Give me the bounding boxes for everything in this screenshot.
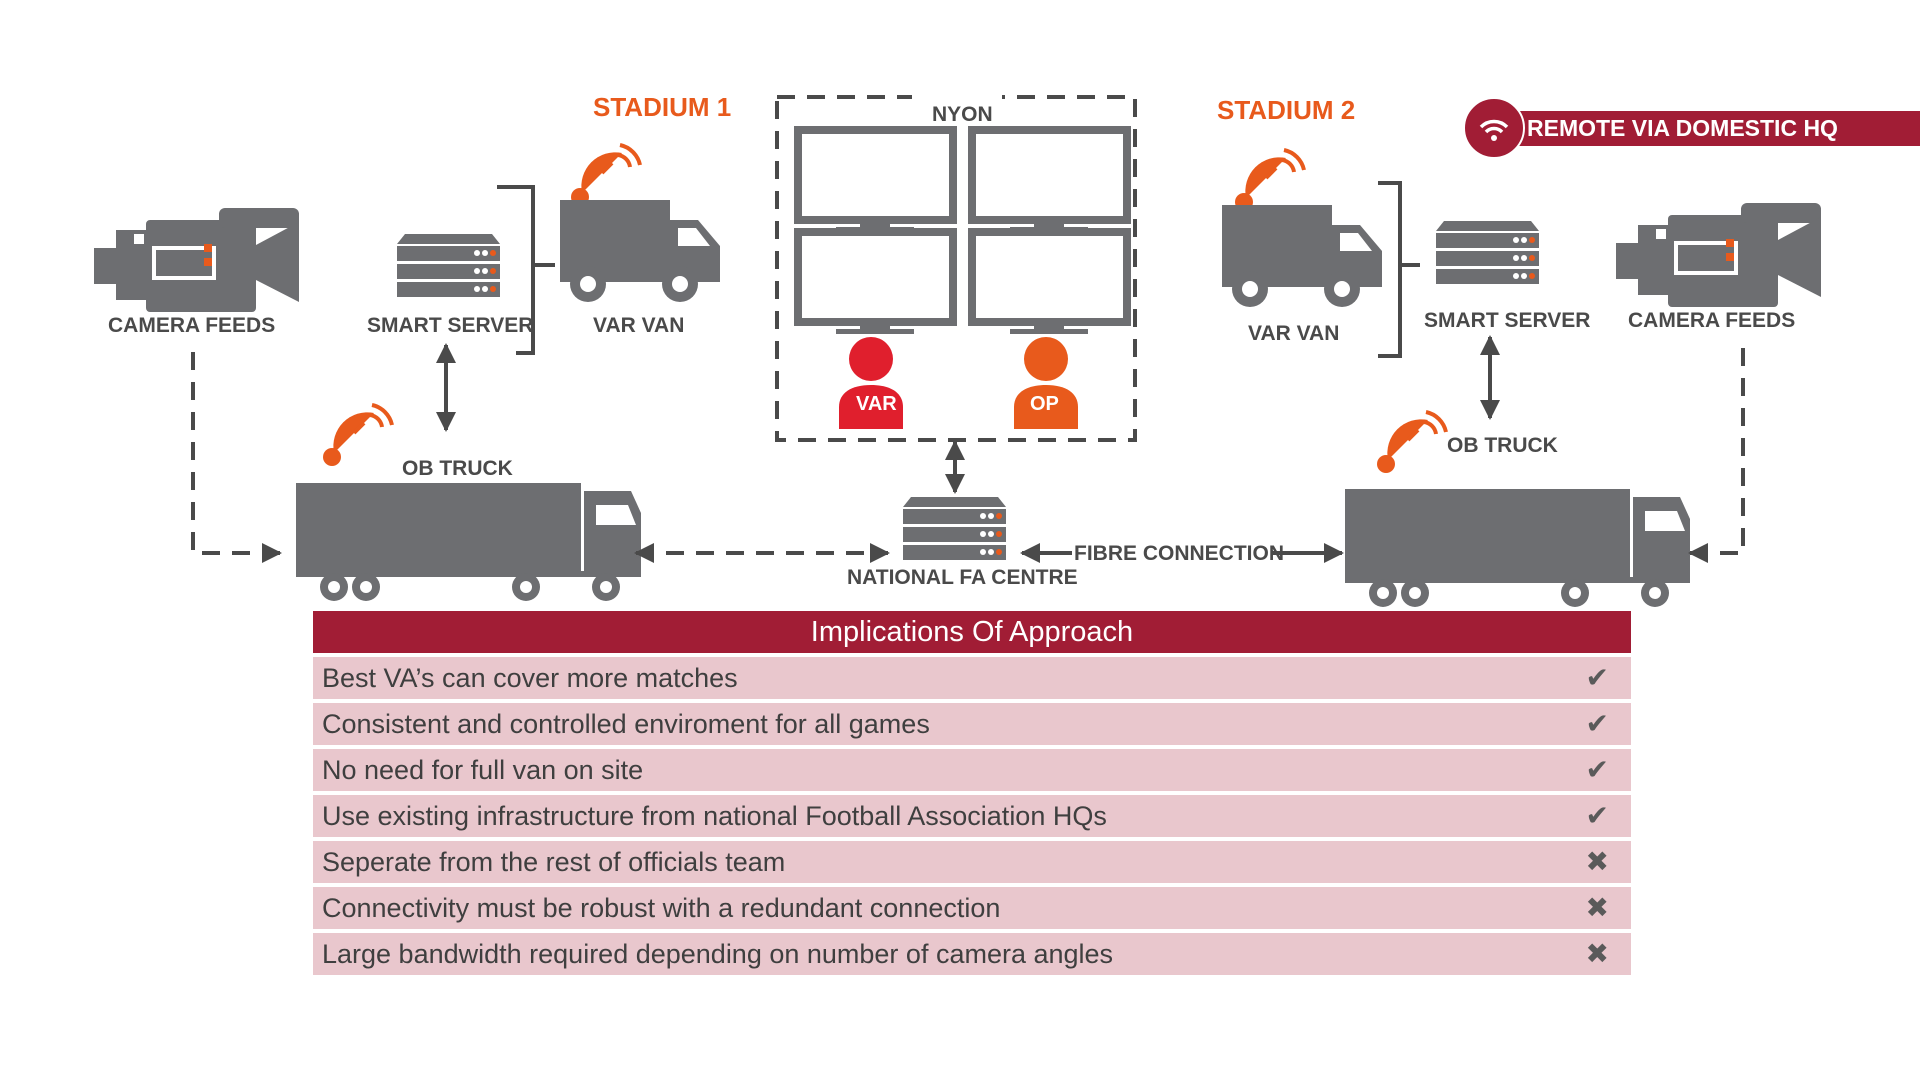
check-icon: ✔ [1585, 799, 1609, 832]
ob-truck-label: OB TRUCK [402, 457, 513, 480]
satellite-dish-icon [1233, 148, 1306, 213]
satellite-dish-icon [321, 403, 394, 468]
group-bracket [497, 185, 535, 355]
satellite-dish-icon [1375, 410, 1448, 475]
implication-text: Seperate from the rest of officials team [322, 847, 786, 877]
table-row: Best VA’s can cover more matches ✔ [313, 657, 1631, 699]
table-row: Consistent and controlled enviroment for… [313, 703, 1631, 745]
cross-icon: ✖ [1585, 845, 1609, 878]
op-label: OP [1030, 393, 1059, 415]
remote-badge: REMOTE VIA DOMESTIC HQ [1463, 97, 1920, 159]
cross-icon: ✖ [1585, 937, 1609, 970]
check-icon: ✔ [1585, 753, 1609, 786]
satellite-dish-icon [569, 143, 642, 208]
var-person-icon [839, 337, 903, 429]
truck-icon [296, 483, 641, 601]
implication-text: Connectivity must be robust with a redun… [322, 893, 1001, 923]
check-icon: ✔ [1585, 661, 1609, 694]
fibre-connection-label: FIBRE CONNECTION [1074, 542, 1284, 565]
implication-text: No need for full van on site [322, 755, 644, 785]
table-row: Connectivity must be robust with a redun… [313, 887, 1631, 929]
van-icon [560, 200, 720, 302]
server-icon [903, 497, 1006, 560]
smart-server-label: SMART SERVER [1424, 309, 1590, 332]
group-bracket [1378, 181, 1402, 358]
table-row: No need for full van on site ✔ [313, 749, 1631, 791]
var-label: VAR [856, 393, 897, 415]
truck-icon [1345, 489, 1690, 607]
camera-feeds-label: CAMERA FEEDS [108, 314, 275, 337]
op-person-icon [1014, 337, 1078, 429]
table-row: Large bandwidth required depending on nu… [313, 933, 1631, 975]
national-fa-centre-label: NATIONAL FA CENTRE [847, 566, 1078, 589]
table-row: Seperate from the rest of officials team… [313, 841, 1631, 883]
implications-title: Implications Of Approach [313, 611, 1631, 653]
implication-text: Best VA’s can cover more matches [322, 663, 738, 693]
camera-feeds-label: CAMERA FEEDS [1628, 309, 1795, 332]
cross-icon: ✖ [1585, 891, 1609, 924]
implication-text: Large bandwidth required depending on nu… [322, 939, 1114, 969]
wifi-icon [1463, 97, 1525, 159]
monitor-icon [798, 232, 953, 334]
implication-text: Consistent and controlled enviroment for… [322, 709, 930, 739]
camera-icon [92, 206, 301, 314]
server-icon [1436, 221, 1539, 284]
smart-server-label: SMART SERVER [367, 314, 533, 337]
table-row: Use existing infrastructure from nationa… [313, 795, 1631, 837]
server-icon [397, 234, 500, 297]
stadium-2-title: STADIUM 2 [1217, 95, 1355, 125]
implications-table: Implications Of Approach Best VA’s can c… [313, 611, 1631, 979]
ob-truck-label: OB TRUCK [1447, 434, 1558, 457]
van-icon [1222, 205, 1382, 307]
monitor-icon [798, 130, 953, 232]
stadium-1-title: STADIUM 1 [593, 92, 731, 122]
monitor-icon [972, 232, 1127, 334]
var-van-label: VAR VAN [1248, 322, 1339, 345]
remote-badge-label: REMOTE VIA DOMESTIC HQ [1527, 115, 1838, 141]
nyon-title: NYON [932, 103, 993, 126]
implication-text: Use existing infrastructure from nationa… [322, 801, 1107, 831]
camera-icon [1614, 201, 1823, 309]
check-icon: ✔ [1585, 707, 1609, 740]
monitor-icon [972, 130, 1127, 232]
var-van-label: VAR VAN [593, 314, 684, 337]
